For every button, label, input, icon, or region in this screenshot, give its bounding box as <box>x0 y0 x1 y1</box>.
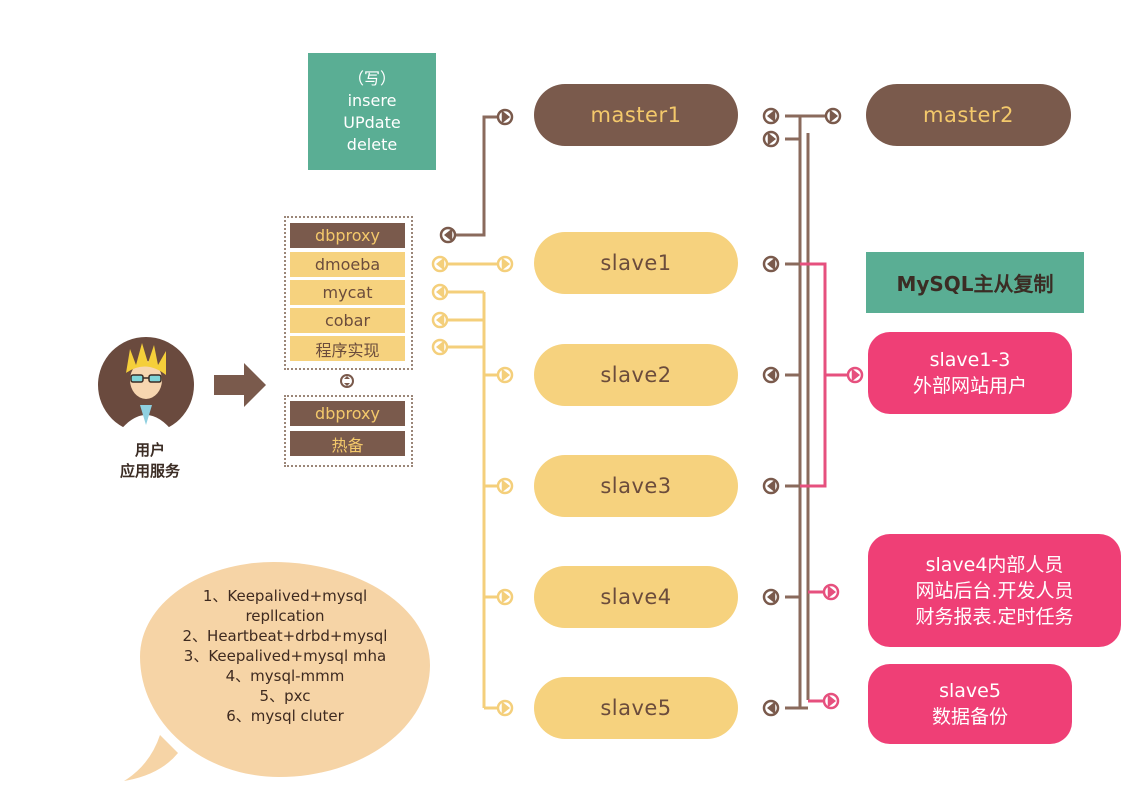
write-operations-box: （写） insere UPdate delete <box>308 53 436 170</box>
group-line: slave1-3 <box>929 349 1011 371</box>
arrow-right-icon <box>846 366 864 384</box>
group-line: slave5 <box>939 680 1001 702</box>
proxy-item-dmoeba: dmoeba <box>290 252 405 277</box>
arrow-left-icon <box>431 338 449 356</box>
slave5-node: slave5 <box>534 677 738 739</box>
arrow-left-icon <box>762 477 780 495</box>
write-line: UPdate <box>343 112 401 132</box>
proxy-item-cobar: cobar <box>290 308 405 333</box>
user-avatar-icon <box>98 337 194 433</box>
standby-item-hotbackup: 热备 <box>290 431 405 456</box>
write-line: （写） <box>347 68 396 88</box>
arrow-right-icon <box>496 108 514 126</box>
arrow-right-icon <box>762 130 780 148</box>
proxy-stack <box>284 216 413 370</box>
group-line: 外部网站用户 <box>912 375 1027 397</box>
arrow-right-icon <box>824 107 842 125</box>
arrow-right-icon <box>496 588 514 606</box>
ha-option: 5、pxc <box>259 687 311 705</box>
master2-node: master2 <box>866 84 1071 146</box>
arrow-right-icon <box>496 699 514 717</box>
arrow-left-icon <box>762 107 780 125</box>
arrow-left-icon <box>762 255 780 273</box>
slave2-node: slave2 <box>534 344 738 406</box>
arrow-right-icon <box>496 366 514 384</box>
arrow-left-icon <box>431 311 449 329</box>
ha-option: 6、mysql cluter <box>226 707 344 725</box>
standby-item-dbproxy: dbproxy <box>290 401 405 426</box>
arrow-right-icon <box>822 583 840 601</box>
master1-node: master1 <box>534 84 738 146</box>
slave3-node: slave3 <box>534 455 738 517</box>
group-slave4: slave4内部人员 网站后台.开发人员 财务报表.定时任务 <box>868 534 1121 647</box>
user-label: 用户 应用服务 <box>98 440 202 482</box>
group-line: 数据备份 <box>931 706 1008 728</box>
group-line: slave4内部人员 <box>925 553 1064 576</box>
proxy-item-dbproxy: dbproxy <box>290 223 405 248</box>
user-label-line2: 应用服务 <box>119 462 180 480</box>
ha-option: 3、Keepalived+mysql mha <box>183 647 387 665</box>
standby-stack <box>284 395 413 467</box>
arrow-right-icon <box>496 477 514 495</box>
arrow-right-icon <box>822 692 840 710</box>
group-line: 财务报表.定时任务 <box>915 605 1074 628</box>
ha-option: 1、Keepalived+mysql <box>202 587 368 605</box>
group-line: 网站后台.开发人员 <box>915 579 1074 602</box>
write-line: delete <box>346 134 398 154</box>
ha-option: repllcation <box>245 607 325 625</box>
arrow-left-icon <box>431 283 449 301</box>
proxy-item-mycat: mycat <box>290 280 405 305</box>
replication-label: MySQL主从复制 <box>866 252 1084 313</box>
ha-option: 2、Heartbeat+drbd+mysql <box>182 627 388 645</box>
arrow-left-icon <box>431 255 449 273</box>
ha-options-bubble <box>140 562 430 777</box>
proxy-item-custom: 程序实现 <box>290 336 405 361</box>
ha-option: 4、mysql-mmm <box>225 667 345 685</box>
arrow-left-icon <box>439 226 457 244</box>
arrow-left-icon <box>762 366 780 384</box>
ha-options-list: 1、Keepalived+mysql repllcation 2、Heartbe… <box>150 586 420 726</box>
arrow-right-icon <box>496 255 514 273</box>
write-line: insere <box>347 90 397 110</box>
group-slave1-3: slave1-3 外部网站用户 <box>868 332 1072 414</box>
arrow-left-icon <box>762 699 780 717</box>
slave4-node: slave4 <box>534 566 738 628</box>
user-label-line1: 用户 <box>134 441 165 459</box>
bubble-tail <box>124 735 178 781</box>
slave1-node: slave1 <box>534 232 738 294</box>
arrow-left-icon <box>762 588 780 606</box>
group-slave5: slave5 数据备份 <box>868 664 1072 744</box>
